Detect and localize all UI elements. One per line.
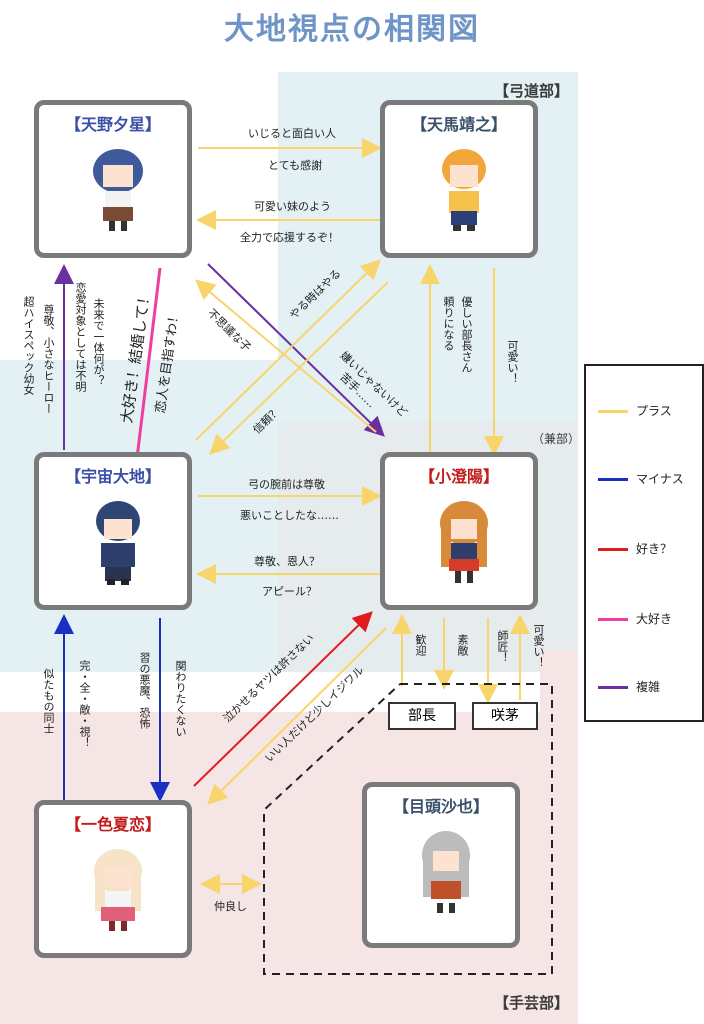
relation-label: 完・全・敵・視！ — [78, 660, 91, 748]
relation-label: いじると面白い人 — [248, 127, 336, 140]
character-box-meto: 【目頭沙也】 — [362, 782, 520, 948]
club-label-kyudo: 【弓道部】 — [494, 82, 570, 100]
shugei-group-outline — [263, 683, 553, 975]
isshiki-avatar-icon — [94, 849, 142, 931]
koasa-avatar-icon — [440, 501, 488, 583]
arrow-tenma-uchu — [209, 281, 389, 455]
shugei-region-right — [540, 650, 578, 712]
character-box-isshiki: 【一色夏恋】 — [34, 800, 192, 958]
relation-label: 可愛い！ — [532, 624, 545, 668]
relation-label: 全力で応援するぞ！ — [240, 231, 339, 244]
legend-item: プラス — [598, 402, 672, 419]
relation-label: 悪いことしたな…… — [240, 509, 339, 522]
character-name: 【一色夏恋】 — [64, 815, 161, 834]
legend: プラス マイナス 好き？ 大好き 複雑 — [584, 364, 704, 722]
legend-swatch — [598, 618, 628, 621]
legend-item: 複雑 — [598, 678, 660, 695]
relation-label: 似たもの同士 — [42, 668, 55, 734]
relation-label: とても感謝 — [268, 159, 323, 172]
relation-label: 頼りになる — [442, 296, 455, 351]
club-label-kenbu: （兼部） — [532, 432, 581, 446]
relation-label: 尊敬、小さなヒーロー — [42, 304, 55, 414]
legend-item: 好き？ — [598, 540, 672, 557]
sub-box-sakuchi: 咲茅 — [472, 702, 538, 730]
legend-swatch — [598, 410, 628, 413]
club-label-shugei: 【手芸部】 — [494, 994, 570, 1012]
character-name: 【小澄陽】 — [418, 467, 499, 486]
relation-label: アピール？ — [262, 585, 317, 598]
relation-label: 恋愛対象としては不明 — [74, 282, 87, 392]
relation-label: 関わりたくない — [174, 660, 187, 737]
relation-label: 可愛い妹のよう — [254, 200, 331, 213]
relation-label: 習の悪魔、恐怖 — [138, 652, 151, 729]
relation-label: 可愛い！ — [506, 340, 519, 384]
character-name: 【天馬靖之】 — [410, 115, 507, 134]
relation-label: 師匠！ — [496, 630, 509, 663]
page-title: 大地視点の相関図 — [224, 12, 480, 47]
uchu-avatar-icon — [96, 501, 140, 585]
legend-item: マイナス — [598, 470, 684, 487]
arrow-uchu-tenma — [195, 259, 381, 441]
amano-avatar-icon — [93, 149, 143, 231]
legend-swatch — [598, 478, 628, 481]
character-name: 【天野夕星】 — [64, 115, 161, 134]
arrow-koasa-amano — [194, 279, 377, 433]
relation-label: 素敵 — [456, 634, 469, 656]
tenma-avatar-icon — [442, 149, 486, 231]
sub-box-bucho: 部長 — [388, 702, 456, 730]
relation-label: 優しい部長さん — [460, 296, 473, 373]
arrow-amano-koasa — [207, 263, 385, 437]
relation-label: 尊敬、恩人？ — [254, 555, 320, 568]
meto-avatar-icon — [422, 831, 470, 913]
legend-swatch — [598, 686, 628, 689]
legend-item: 大好き — [598, 610, 672, 627]
relation-label: 仲良し — [214, 900, 247, 913]
relation-label: 弓の腕前は尊敬 — [248, 478, 325, 491]
character-box-amano: 【天野夕星】 — [34, 100, 192, 258]
character-name: 【宇宙大地】 — [64, 467, 161, 486]
legend-swatch — [598, 548, 628, 551]
character-name: 【目頭沙也】 — [392, 797, 489, 816]
character-box-tenma: 【天馬靖之】 — [380, 100, 538, 258]
character-box-koasa: 【小澄陽】 — [380, 452, 538, 610]
arrow-koasa-isshiki — [207, 627, 387, 805]
character-box-uchu: 【宇宙大地】 — [34, 452, 192, 610]
arrow-isshiki-koasa — [193, 611, 373, 787]
relation-label: 超ハイスペック幼女 — [22, 296, 35, 395]
relation-label: 歓迎 — [414, 634, 427, 656]
relation-label: 未来で一体何が？ — [92, 298, 105, 386]
